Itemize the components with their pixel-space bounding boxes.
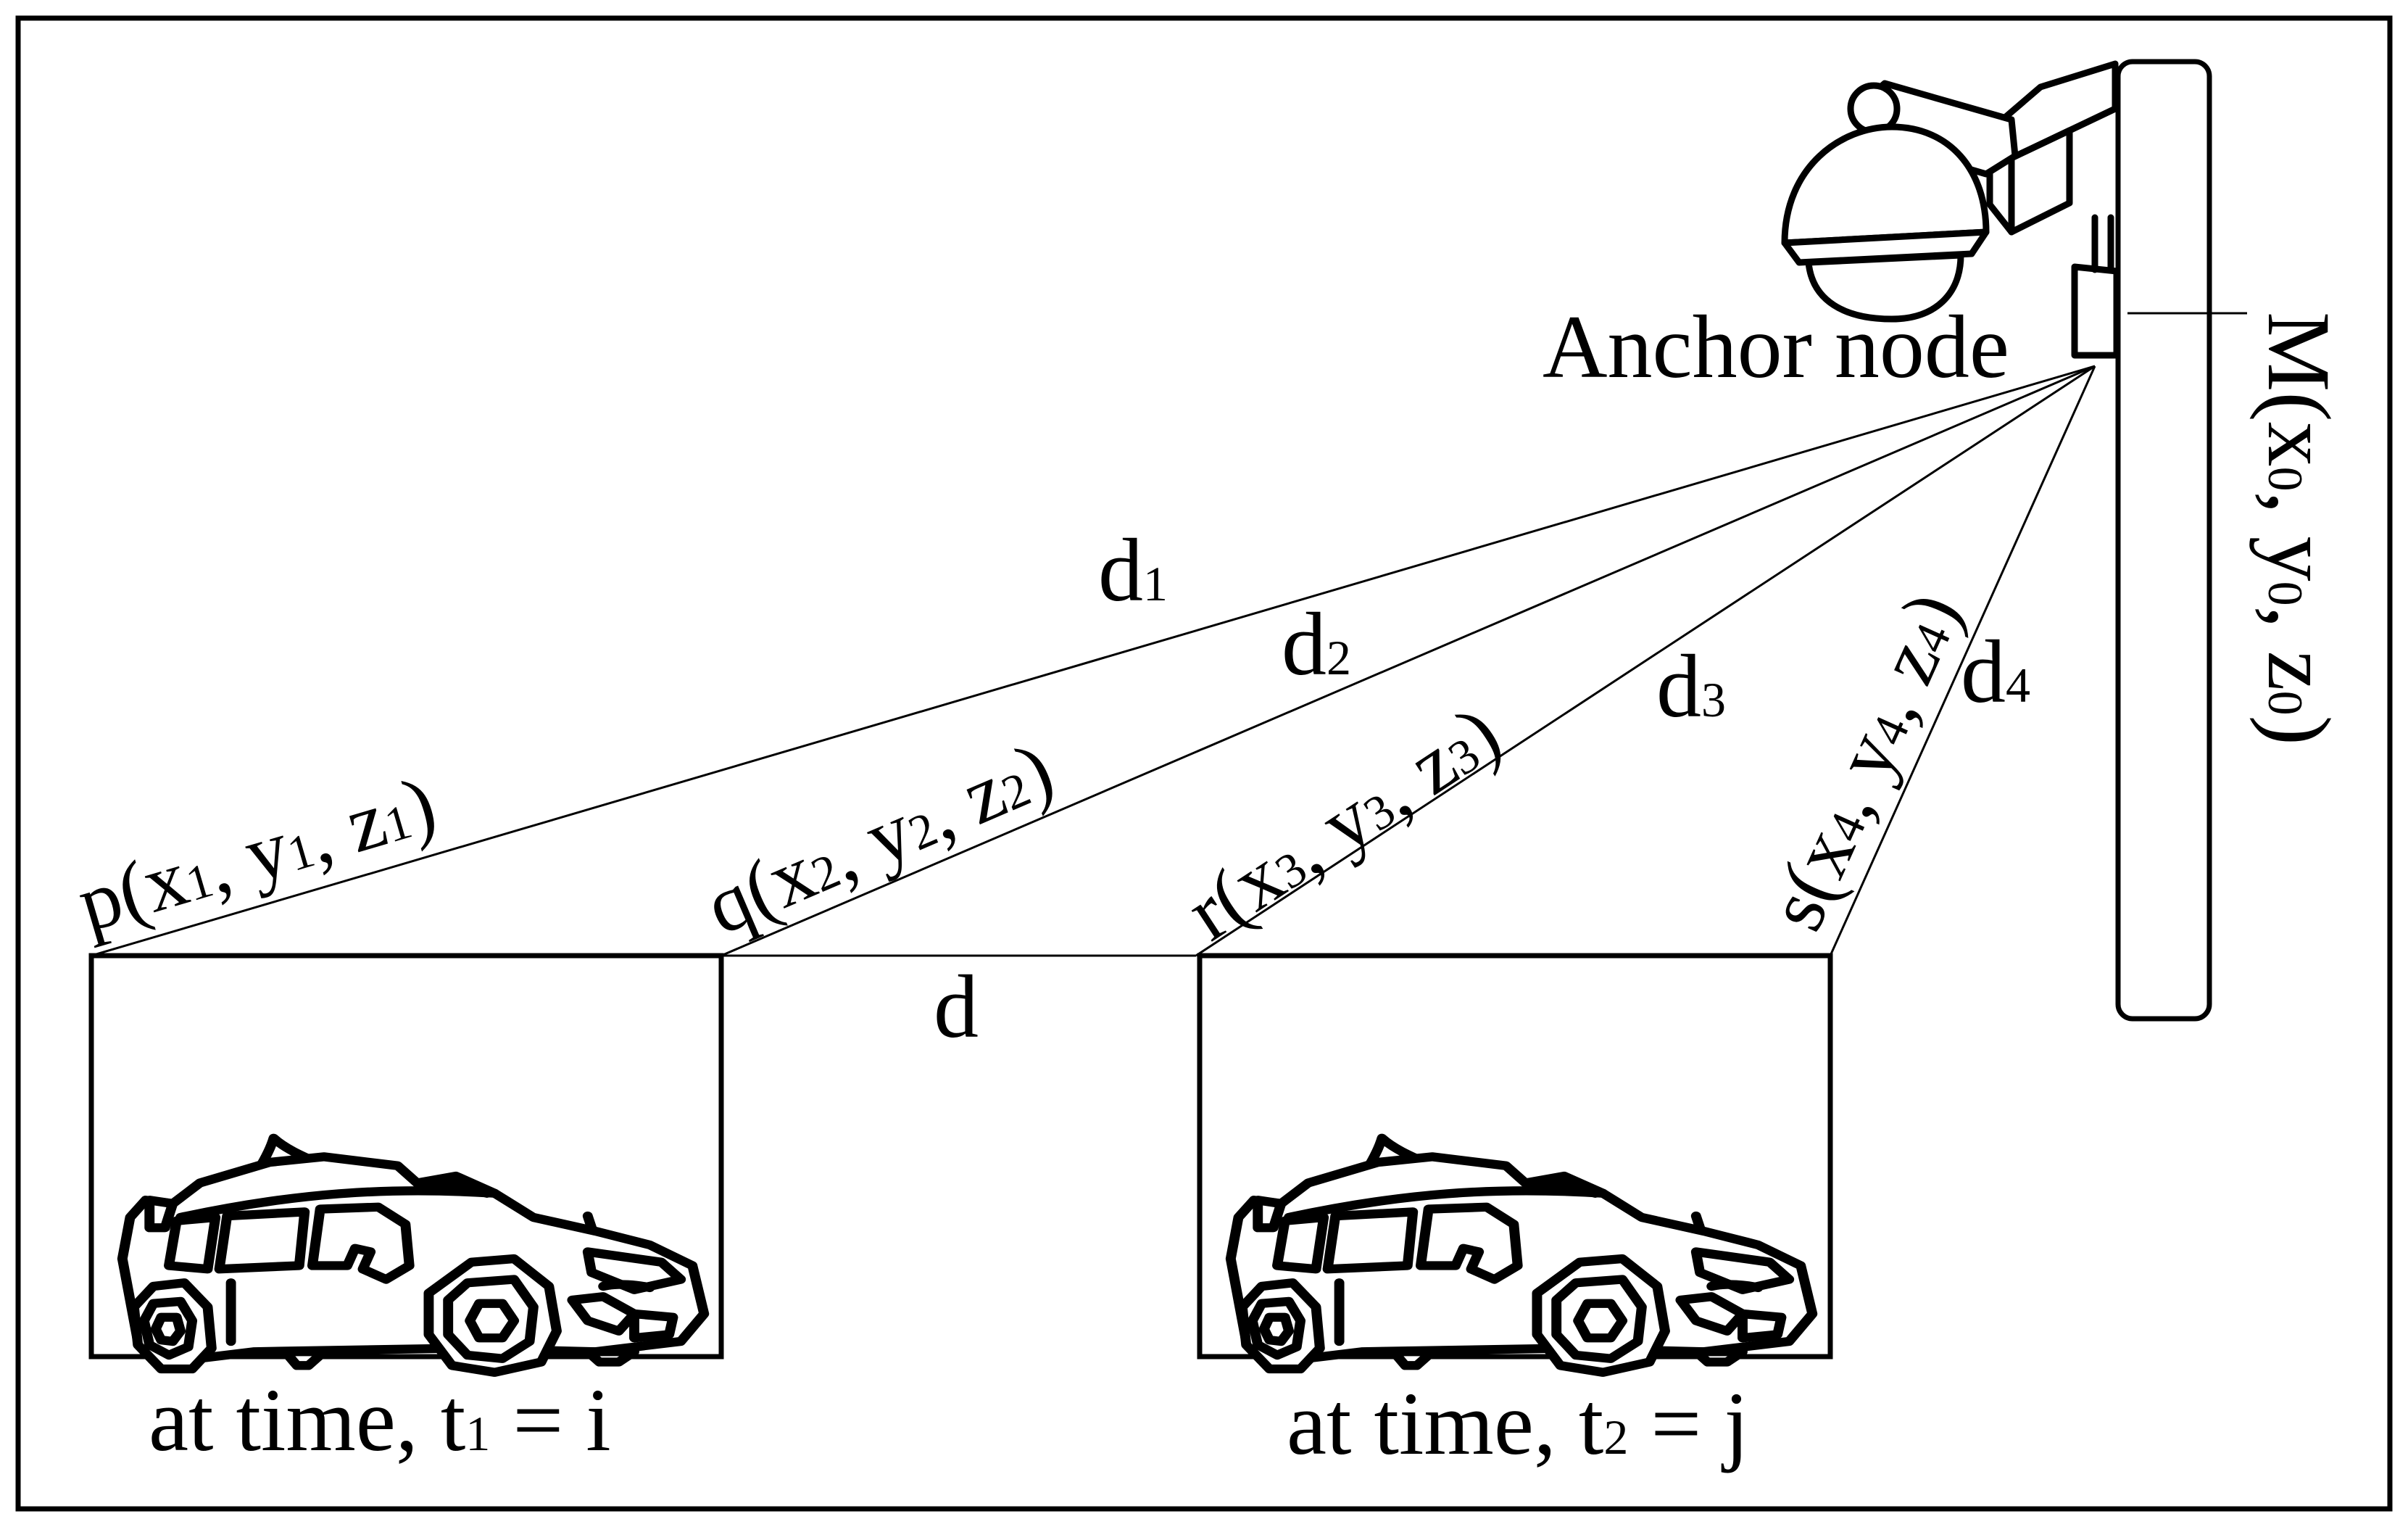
ray-d1 <box>91 365 2096 957</box>
anchor-node-label: Anchor node <box>1543 297 2009 397</box>
ray-d3 <box>1195 365 2096 957</box>
vehicle-box-t2 <box>1197 953 1833 1373</box>
time-label-t2: at time, t2 = j <box>1287 1374 1749 1473</box>
label-d3: d3 <box>1656 637 1726 736</box>
vehicle-box-t1 <box>88 953 724 1373</box>
camera-icon <box>1781 60 2120 359</box>
anchor-coordinate: M(x0, y0, z0) <box>2249 312 2349 745</box>
ray-d4 <box>1829 365 2096 956</box>
pole <box>2115 59 2212 1022</box>
label-d4: d4 <box>1961 622 2030 721</box>
point-p-label: p(x1, y1, z1) <box>68 759 446 949</box>
ray-d2 <box>721 365 2096 957</box>
label-d1: d1 <box>1098 521 1168 620</box>
point-q-label: q(x2, y2, z2) <box>693 725 1066 952</box>
car-icon <box>1231 1138 1813 1373</box>
outer-frame <box>15 15 2393 1512</box>
point-r-label: r(x3, y3, z3) <box>1171 689 1516 958</box>
point-s-label: s(x4, y4, z4) <box>1751 579 1980 943</box>
label-d2: d2 <box>1282 595 1351 694</box>
label-d: d <box>934 957 979 1056</box>
car-icon <box>123 1138 705 1373</box>
time-label-t1: at time, t1 = i <box>149 1370 611 1470</box>
